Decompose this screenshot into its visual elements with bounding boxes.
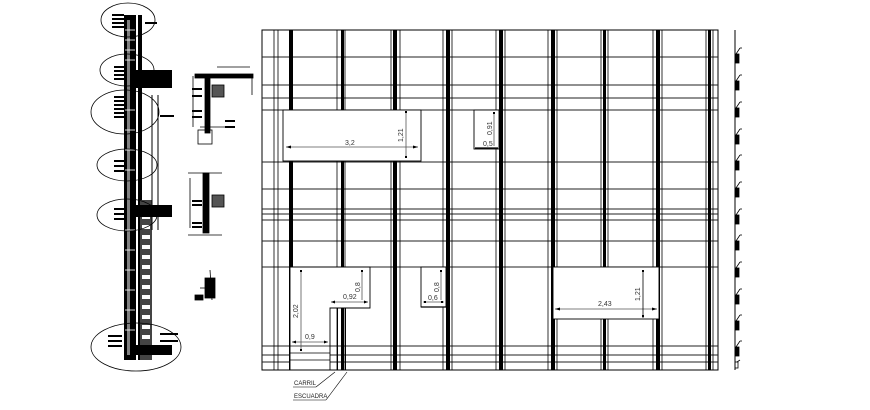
bracket-icon xyxy=(734,288,742,305)
dim-width-label: 2,43 xyxy=(598,301,612,308)
dim-height-label: 1,21 xyxy=(398,128,405,142)
dim-width-label: 0,6 xyxy=(428,295,438,302)
mullions-over xyxy=(337,267,450,370)
dim-height-label: 0,91 xyxy=(487,121,494,135)
mullions xyxy=(273,30,714,370)
bracket-icon xyxy=(734,314,742,331)
bracket-icon xyxy=(734,234,742,251)
opening-door-bottom-left: 2,02 0,9 0,92 0,8 xyxy=(289,266,371,371)
slab-middle xyxy=(136,205,172,217)
leader-labels: CARRIL ESCUADRA xyxy=(293,371,348,401)
bracket-icon xyxy=(734,47,742,64)
facade-elevation: 3,2 1,21 0,5 0,91 2,02 0,9 xyxy=(261,29,719,401)
bracket-label: ESCUADRA xyxy=(294,394,327,400)
bracket-icon xyxy=(734,74,742,91)
dim-height-label: 0,8 xyxy=(434,282,441,292)
construction-details xyxy=(188,66,254,301)
side-section-brackets xyxy=(734,30,742,370)
dim-width-label: 0,5 xyxy=(483,141,493,148)
bracket-icon xyxy=(734,181,742,198)
bracket-icon xyxy=(734,261,742,278)
wall-section xyxy=(90,2,182,372)
dim-width-label: 3,2 xyxy=(345,140,355,147)
bracket-icon xyxy=(734,101,742,118)
dim-height-label: 1,21 xyxy=(635,287,642,301)
slab-lower xyxy=(136,345,172,355)
bracket-icon xyxy=(734,208,742,225)
detail-circles xyxy=(90,2,182,372)
opening-small-bottom: 0,6 0,8 xyxy=(420,266,447,308)
slab-upper xyxy=(136,70,172,88)
dim-upper-width: 0,92 xyxy=(343,294,357,301)
dim-upper-height: 0,8 xyxy=(355,282,362,292)
dim-door-height: 2,02 xyxy=(293,304,300,318)
opening-small-top: 0,5 0,91 xyxy=(473,109,500,150)
bracket-icon xyxy=(734,154,742,171)
bracket-icon xyxy=(734,128,742,145)
bracket-icon xyxy=(734,359,741,369)
brick-hatch xyxy=(140,200,152,360)
dim-door-width: 0,9 xyxy=(305,334,315,341)
opening-large-top-left: 3,2 1,21 xyxy=(282,109,422,162)
rail-label: CARRIL xyxy=(294,381,317,387)
opening-large-bottom-right: 2,43 1,21 xyxy=(552,266,660,320)
bracket-icon xyxy=(734,340,742,357)
